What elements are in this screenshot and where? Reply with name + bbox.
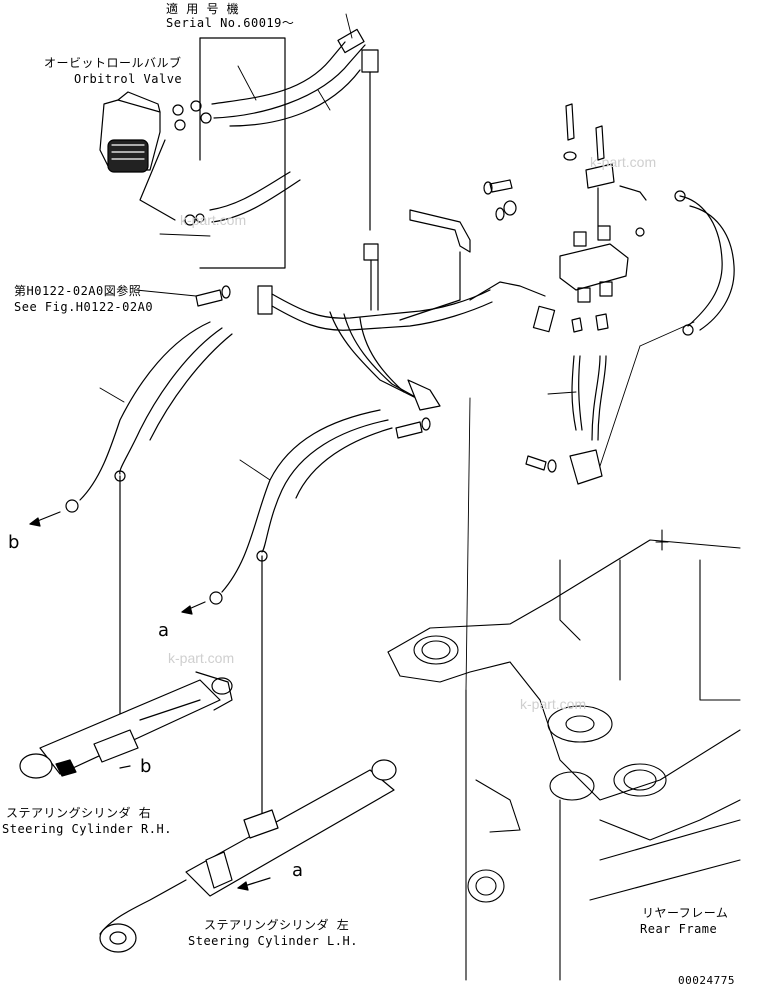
steering-cylinder-rh-label-jp: ステアリングシリンダ 右 <box>6 806 152 820</box>
steering-cylinder-lh <box>99 759 397 953</box>
orbitrol-leader <box>139 139 176 221</box>
valve-block <box>559 163 629 485</box>
connection-letter-b-left: b <box>8 532 20 553</box>
orbitrol-hoses <box>184 28 379 231</box>
connection-letter-b-right: b <box>140 756 152 777</box>
reference-label-jp: 第H0122-02A0図参照 <box>14 284 142 298</box>
serial-label-jp: 適 用 号 機 <box>166 2 240 16</box>
orbitrol-label-en: Orbitrol Valve <box>74 72 183 86</box>
watermark: k-part.com <box>180 212 247 228</box>
steering-cylinder-lh-label-jp: ステアリングシリンダ 左 <box>204 918 350 932</box>
orbitrol-label-jp: オービットロールバルブ <box>44 56 182 70</box>
rear-frame-label-en: Rear Frame <box>640 922 718 936</box>
reference-label-en: See Fig.H0122-02A0 <box>14 300 154 314</box>
serial-label-en: Serial No.60019～ <box>166 16 295 30</box>
orbitrol-valve <box>99 91 212 173</box>
connection-arrows <box>29 511 271 891</box>
watermark: k-part.com <box>520 696 587 712</box>
connection-letter-a-right: a <box>292 860 304 881</box>
hoses-a <box>209 409 393 821</box>
leader-lines <box>99 13 695 691</box>
connection-letter-a-left: a <box>158 620 170 641</box>
steering-cylinder-lh-label-en: Steering Cylinder L.H. <box>188 934 358 948</box>
rear-frame-label-jp: リヤーフレーム <box>642 906 729 920</box>
watermark: k-part.com <box>590 154 657 170</box>
figure-number: 00024775 <box>678 974 735 987</box>
steering-cylinder-rh-label-en: Steering Cylinder R.H. <box>2 822 172 836</box>
center-tubes <box>257 243 556 411</box>
watermark: k-part.com <box>168 650 235 666</box>
bolts-and-washers <box>195 103 607 473</box>
serial-bracket <box>199 37 286 269</box>
steering-cylinder-rh <box>19 671 233 779</box>
right-hoses <box>619 185 735 336</box>
center-bracket <box>399 209 471 321</box>
hoses-b <box>65 321 233 741</box>
rear-frame <box>387 529 741 981</box>
